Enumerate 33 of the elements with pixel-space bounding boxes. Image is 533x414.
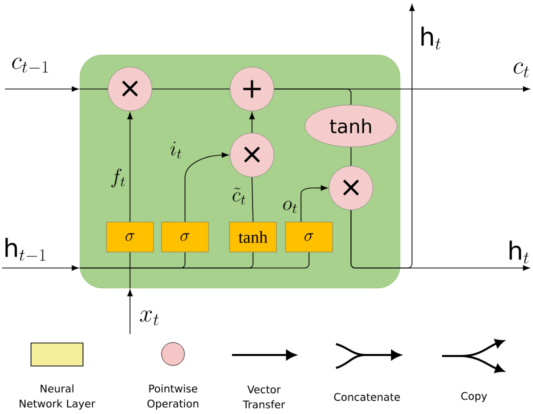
variable-label: $c_{t-1}$ xyxy=(12,58,48,73)
arrow xyxy=(127,289,133,334)
connector-line xyxy=(252,176,254,222)
edge-label: $\tilde{c}_t$ xyxy=(232,188,246,204)
arrow xyxy=(127,112,133,222)
connector-line xyxy=(152,88,230,90)
layer-box: $\sigma$ xyxy=(161,222,209,252)
variable-label: $x_t$ xyxy=(140,310,159,326)
legend-label: Concatenate xyxy=(334,393,400,401)
connector-line xyxy=(79,88,108,90)
variable-label: $\mathrm{h}_t$ xyxy=(510,240,529,264)
layer-box: $\sigma$ xyxy=(106,222,154,252)
variable-label: $\mathrm{h}_{t-1}$ xyxy=(5,238,46,261)
arrow xyxy=(4,86,79,92)
arrow xyxy=(249,112,255,134)
variable-label: $\mathrm{h}_t$ xyxy=(421,26,441,50)
connector-line xyxy=(350,146,352,166)
variable-label: $c_t$ xyxy=(514,62,529,78)
arrow xyxy=(2,265,79,271)
arrow xyxy=(184,152,229,222)
edge-label: $i_t$ xyxy=(170,142,182,158)
arrow xyxy=(350,4,415,268)
connector-line xyxy=(274,88,352,106)
connector-line xyxy=(79,252,310,268)
arrow xyxy=(300,185,328,222)
layer-box: tanh xyxy=(229,222,277,252)
legend-label: Vector Transfer xyxy=(242,386,286,408)
legend-label: Copy xyxy=(461,392,487,402)
legend-label: Neural Network Layer xyxy=(20,384,96,410)
legend-label: Pointwise Operation xyxy=(147,384,198,410)
edge-label: $f_t$ xyxy=(111,168,125,188)
layer-box: $\sigma$ xyxy=(285,222,333,252)
edge-label: $o_t$ xyxy=(283,200,297,214)
